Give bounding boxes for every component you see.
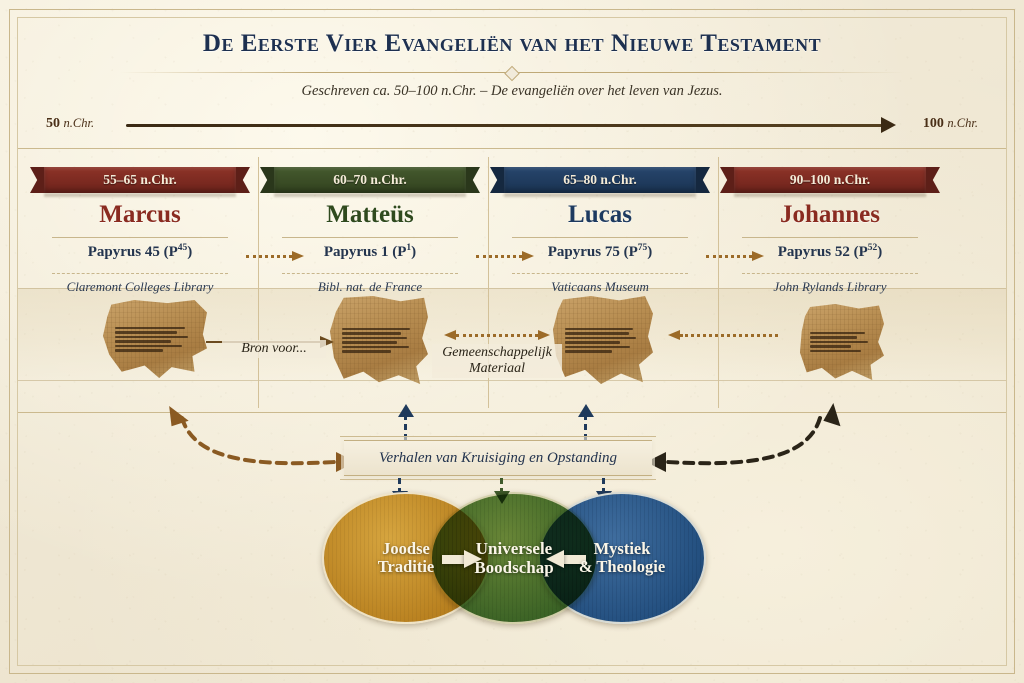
fragment-text-lines <box>565 305 641 375</box>
timeline-start-label: 50 n.Chr. <box>46 116 95 131</box>
gospel-column-marcus[interactable]: 55–65 n.Chr. Marcus Papyrus 45 (P45) Cla… <box>26 149 254 412</box>
venn-arrow-right-icon <box>464 550 482 568</box>
fragment-band-line-bottom <box>18 380 1006 381</box>
papyrus-label-marcus: Papyrus 45 (P45) <box>87 243 193 260</box>
frame-outer-border <box>9 9 1015 674</box>
venn-arrow-left-icon <box>546 550 564 568</box>
flow-arrow-johannes-to-lucas <box>668 330 790 340</box>
gospel-column-matteus[interactable]: 60–70 n.Chr. Matteüs Papyrus 1 (P1) Bibl… <box>256 149 484 412</box>
shared-narrative-banner: Verhalen van Kruisiging en Opstanding <box>340 436 656 480</box>
date-ribbon-matteus: 60–70 n.Chr. <box>260 167 480 197</box>
gospel-name-lucas: Lucas <box>568 201 632 228</box>
source-for-label: Bron voor... <box>222 340 326 359</box>
gospel-name-marcus: Marcus <box>99 201 181 228</box>
date-range-label: 90–100 n.Chr. <box>789 172 871 187</box>
location-label-marcus: Claremont Colleges Library <box>66 279 214 294</box>
flow-arrow-lucas-to-johannes <box>706 251 764 261</box>
papyrus-label-matteus: Papyrus 1 (P1) <box>323 243 417 260</box>
page-title: De Eerste Vier Evangeliën van het Nieuwe… <box>202 30 822 57</box>
curved-arrow-right <box>646 402 841 472</box>
timeline-arrow-icon <box>881 117 896 133</box>
fragment-text-lines <box>810 312 874 373</box>
date-range-label: 60–70 n.Chr. <box>333 172 407 187</box>
date-range-label: 55–65 n.Chr. <box>103 172 177 187</box>
fragment-text-lines <box>115 308 194 370</box>
fragment-band-line-top <box>18 288 1006 289</box>
page-subtitle: Geschreven ca. 50–100 n.Chr. – De evange… <box>301 83 723 99</box>
papyrus-fragment-johannes <box>800 304 884 380</box>
curved-arrow-left <box>169 406 356 472</box>
date-ribbon-marcus: 55–65 n.Chr. <box>30 167 250 197</box>
papyrus-label-lucas: Papyrus 75 (P75) <box>547 243 653 260</box>
flow-arrow-matteus-to-lucas <box>476 251 534 261</box>
gospel-column-johannes[interactable]: 90–100 n.Chr. Johannes Papyrus 52 (P52) … <box>716 149 944 412</box>
location-label-lucas: Vaticaans Museum <box>551 279 649 294</box>
title-divider <box>120 65 904 82</box>
frame-inner-border <box>17 17 1007 666</box>
location-label-matteus: Bibl. nat. de France <box>317 279 423 294</box>
date-range-label: 65–80 n.Chr. <box>563 172 637 187</box>
gospel-column-lucas[interactable]: 65–80 n.Chr. Lucas Papyrus 75 (P75) Vati… <box>486 149 714 412</box>
papyrus-label-johannes: Papyrus 52 (P52) <box>777 243 883 260</box>
section-divider-bottom <box>18 412 1006 413</box>
column-separator-3 <box>718 157 719 408</box>
date-ribbon-lucas: 65–80 n.Chr. <box>490 167 710 197</box>
gospel-name-matteus: Matteüs <box>326 201 414 228</box>
flow-arrow-marcus-to-matteus <box>246 251 304 261</box>
papyrus-fragment-matteus <box>330 296 428 384</box>
fragment-text-lines <box>341 305 417 375</box>
section-divider-top <box>18 148 1006 149</box>
timeline-end-label: 100 n.Chr. <box>922 116 978 131</box>
column-separator-1 <box>258 157 259 408</box>
shared-material-label: Gemeenschappelijk Materiaal <box>432 344 562 379</box>
up-arrow-to-matteus <box>398 404 414 440</box>
papyrus-fragment-marcus <box>103 300 207 378</box>
gospel-columns: 55–65 n.Chr. Marcus Papyrus 45 (P45) Cla… <box>18 149 1006 412</box>
shared-material-arrow <box>444 330 550 340</box>
date-ribbon-johannes: 90–100 n.Chr. <box>720 167 940 197</box>
gospel-name-johannes: Johannes <box>779 201 881 228</box>
location-label-johannes: John Rylands Library <box>773 279 887 294</box>
timeline: 50 n.Chr. 100 n.Chr. <box>0 112 1024 140</box>
up-arrow-to-lucas <box>578 404 594 440</box>
timeline-axis <box>126 124 882 127</box>
papyrus-fragment-lucas <box>553 296 653 384</box>
column-separator-2 <box>488 157 489 408</box>
